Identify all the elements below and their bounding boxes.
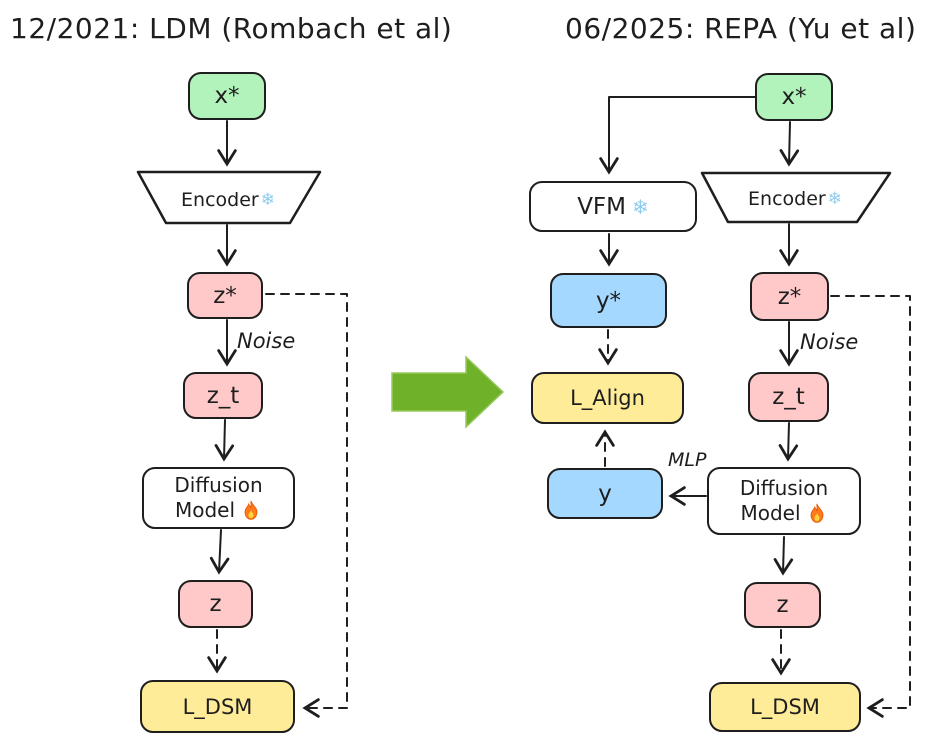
edge-zt-diffusion-left xyxy=(214,419,235,462)
node-label: L_Align xyxy=(570,386,645,410)
encoder-trapezoid-left xyxy=(136,170,322,225)
node-l-dsm-left: L_DSM xyxy=(140,680,295,733)
node-label: VFM xyxy=(577,193,627,220)
node-label: x* xyxy=(781,84,807,110)
encoder-trapezoid-right xyxy=(700,171,892,224)
node-label: L_DSM xyxy=(750,695,820,719)
node-label: z xyxy=(776,592,789,618)
node-z-t-left: z_t xyxy=(183,372,263,419)
node-label: z* xyxy=(777,283,802,310)
node-encoder-left: Encoder ❄ xyxy=(148,177,308,223)
fire-icon xyxy=(240,500,262,522)
node-z-left: z xyxy=(178,580,253,628)
edge-diffusion-z-right xyxy=(773,536,794,576)
noise-edge-label-right: Noise xyxy=(800,330,859,354)
node-encoder-right: Encoder ❄ xyxy=(715,176,875,222)
edge-diffusion-z-left xyxy=(209,529,230,575)
node-label-line1: Diffusion xyxy=(739,476,829,500)
node-label: y* xyxy=(595,287,622,314)
transform-arrow xyxy=(391,355,505,429)
node-x-star-left: x* xyxy=(188,72,266,120)
node-label: y xyxy=(598,480,612,507)
node-label: z* xyxy=(213,282,237,309)
node-label: z_t xyxy=(772,384,805,410)
edge-xstar-vfm-right xyxy=(599,96,756,175)
node-label-line2: Model xyxy=(740,501,801,525)
snowflake-icon: ❄ xyxy=(827,188,842,209)
node-label-line1: Diffusion xyxy=(174,473,263,497)
noise-edge-label-left: Noise xyxy=(237,329,296,353)
node-l-dsm-right: L_DSM xyxy=(709,682,861,732)
node-diffusion-model-right: Diffusion Model xyxy=(707,467,861,535)
node-label: L_DSM xyxy=(182,694,253,719)
edge-zstar-ldsm-right xyxy=(830,295,911,718)
node-z-star-right: z* xyxy=(750,272,829,321)
right-diagram-title: 06/2025: REPA (Yu et al) xyxy=(565,12,917,45)
node-z-right: z xyxy=(744,582,821,628)
node-z-t-right: z_t xyxy=(748,372,829,422)
node-label-line2: Model xyxy=(174,498,236,522)
node-z-star-left: z* xyxy=(187,272,263,319)
node-diffusion-model-left: Diffusion Model xyxy=(142,467,295,529)
edge-zstar-ldsm-left xyxy=(265,293,348,718)
node-y-star-right: y* xyxy=(550,273,667,328)
node-label: Encoder xyxy=(748,188,826,210)
mlp-edge-label-right: MLP xyxy=(668,449,707,471)
edge-xstar-encoder-right xyxy=(779,121,800,167)
node-x-star-right: x* xyxy=(755,73,833,121)
left-diagram-title: 12/2021: LDM (Rombach et al) xyxy=(10,12,453,45)
fire-icon xyxy=(806,503,828,525)
node-label: Encoder xyxy=(181,189,259,211)
snowflake-icon: ❄ xyxy=(632,194,649,219)
node-label: z_t xyxy=(206,382,240,409)
node-y-right: y xyxy=(547,468,663,519)
node-vfm-right: VFM ❄ xyxy=(529,181,697,232)
node-l-align-right: L_Align xyxy=(531,372,684,424)
edge-zt-diffusion-right xyxy=(778,422,799,462)
node-label: z xyxy=(209,591,222,617)
node-label: x* xyxy=(214,83,240,109)
snowflake-icon: ❄ xyxy=(260,189,275,210)
